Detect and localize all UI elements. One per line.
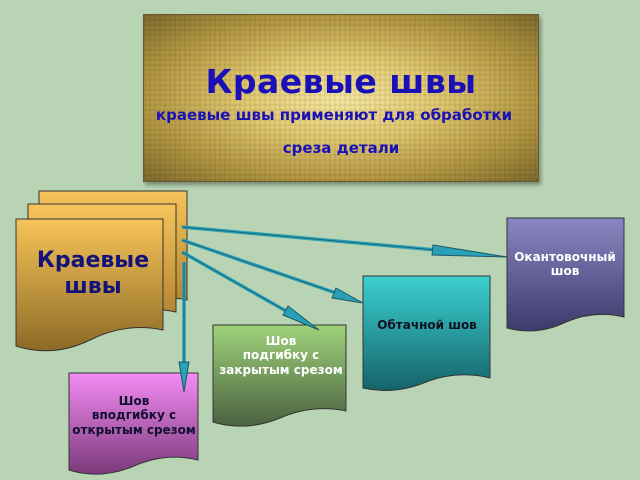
title-panel: [143, 14, 539, 182]
node-3-shape: [212, 324, 347, 427]
node-1-label-line-1: Окантовочный: [514, 250, 616, 264]
node-4-shape: [68, 372, 199, 475]
source-node-shape: [15, 190, 188, 352]
node-3-label-line-2: подгибку с: [242, 348, 320, 363]
subtitle-line-2: среза детали: [282, 139, 400, 157]
node-4-label-line-2: вподгибку с: [91, 408, 177, 423]
source-node-label-line-2: швы: [64, 274, 122, 300]
node-2-shape: [362, 275, 491, 391]
node-4-label-line-1: Шов: [118, 394, 150, 408]
arrow-to-node-1: [181, 225, 508, 258]
source-node-label-line-1: Краевые: [36, 248, 150, 273]
node-4-label-line-3: открытым срезом: [72, 422, 196, 437]
node-1-shape: [506, 217, 625, 332]
node-1-label-line-2: шов: [550, 264, 580, 279]
node-2-label-line-1: Обтачной шов: [377, 318, 477, 332]
node-4-label: Шов вподгибку с открытым срезом: [58, 394, 210, 437]
node-1-label: Окантовочный шов: [500, 250, 630, 279]
arrow-to-node-4: [178, 262, 190, 393]
node-3-label-line-3: закрытым срезом: [219, 362, 343, 377]
arrow-to-node-2: [181, 238, 364, 304]
arrow-to-node-3: [181, 250, 320, 331]
node-2-label: Обтачной шов: [366, 318, 488, 332]
node-3-label: Шов подгибку с закрытым срезом: [206, 334, 356, 377]
page-title: Краевые швы: [205, 62, 477, 101]
subtitle-line-1: краевые швы применяют для обработки: [155, 106, 513, 124]
node-3-label-line-1: Шов: [265, 334, 297, 348]
source-node-label: Краевые швы: [18, 248, 168, 301]
